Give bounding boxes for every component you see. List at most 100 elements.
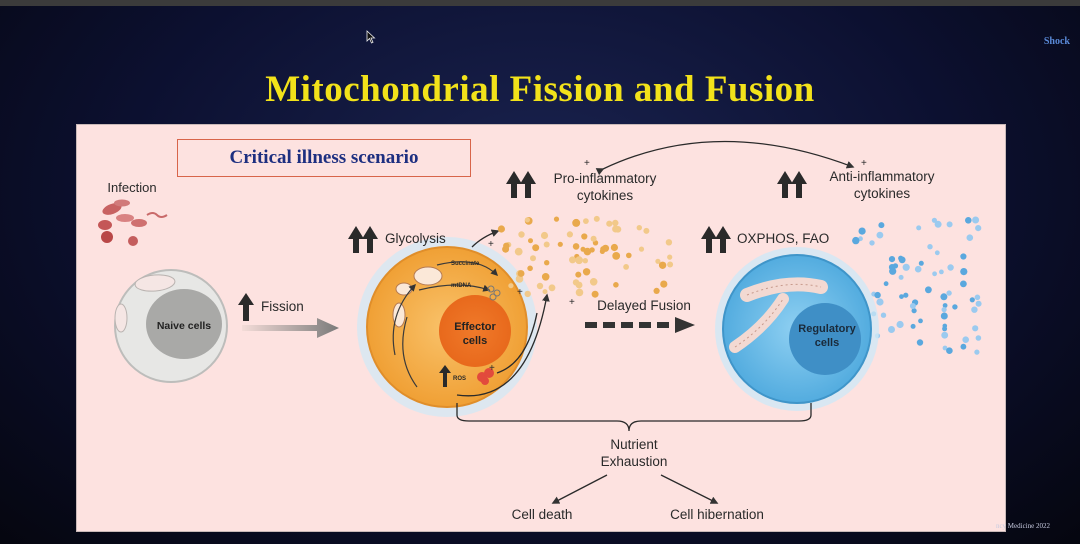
cytokine-dot [626,252,632,259]
cytokine-dot [612,219,619,227]
cytokine-dot [942,345,948,351]
cytokine-dot [517,270,525,277]
plus-sign: + [517,287,523,298]
cytokine-dot [655,258,661,264]
effector-cell [357,237,537,417]
cytokine-dot [606,220,613,227]
cytokine-dot [544,260,550,266]
cytokine-dot [667,254,673,260]
cytokine-dot [503,242,510,249]
cytokine-dot [528,238,533,244]
cytokine-dot [941,331,949,339]
label-regulatory-2: cells [815,337,839,349]
cytokine-dot [541,273,550,281]
cytokine-dot [524,290,531,298]
cytokine-dot [974,349,980,355]
cytokine-dot [508,283,514,289]
cytokine-dot [952,304,958,310]
cytokine-dot [940,293,948,301]
cytokine-dot [638,246,645,252]
window-top-bar [0,0,1080,6]
cytokine-dot [931,217,938,223]
label-oxphos-fao: OXPHOS, FAO [737,231,829,246]
cytokine-balance-arrow [595,140,855,176]
label-cell-hibernation: Cell hibernation [670,507,764,522]
cytokine-dot [582,268,591,276]
cytokine-dot [888,326,895,333]
cytokine-dot [572,218,581,227]
cytokine-dot [914,265,922,273]
cytokine-dot [883,281,889,287]
fission-up-arrow-icon [238,293,254,321]
scenario-box: Critical illness scenario [177,139,471,177]
glycolysis-up-arrows-icon [348,226,378,253]
cytokine-dot [542,289,548,295]
label-glycolysis: Glycolysis [385,231,446,246]
cytokine-dot [575,256,583,265]
cytokine-dot [969,297,975,303]
cytokine-dot [581,233,588,240]
cytokine-dot [899,294,904,299]
diagram-canvas: Succinate mtDNA ROS Effector cells + + +… [98,140,982,522]
cytokine-dot [575,271,582,278]
label-effector-2: cells [463,335,487,347]
cytokine-dot [497,225,505,233]
cytokine-dot [960,343,967,350]
cytokine-dot [569,256,576,264]
cytokine-dot [916,339,924,346]
cytokine-dot [599,248,606,254]
slide-title: Mitochondrial Fission and Fusion [265,69,815,110]
cytokine-dot [942,323,948,329]
cytokine-dot [960,280,967,288]
cytokine-dot [869,240,875,246]
cytokine-dot [665,239,673,246]
label-mtdna: mtDNA [451,283,472,289]
cytokine-dot [590,235,597,242]
cytokine-dot [942,303,948,308]
cytokine-dot [972,325,979,332]
anti-inflammatory-up-arrows-icon [777,171,807,198]
cytokine-dot [575,288,584,297]
cytokine-dot [946,290,952,296]
plus-sign: + [488,239,494,250]
cytokine-dot [518,231,525,238]
cytokine-dot [971,306,978,313]
cytokine-dot [934,220,942,228]
cytokine-dot [524,217,530,223]
pro-cytokine-arrow [471,229,500,248]
corner-label: Shock [1043,36,1070,47]
nutrient-brace [456,403,812,432]
cytokine-dot [566,231,573,238]
cytokine-dot [975,225,982,232]
label-pro-inflammatory-2: cytokines [577,188,634,203]
cytokine-dot [557,241,563,247]
cytokine-dot [927,244,933,250]
cytokine-dot [636,225,642,231]
cytokine-dot [902,263,910,271]
label-cell-death: Cell death [512,507,573,522]
cytokine-dot [960,253,967,260]
cytokine-dot [918,260,924,266]
cytokine-dot [898,255,904,261]
feedback-arrow [456,293,550,397]
cytokine-dot [610,243,619,252]
cytokine-dot [946,347,953,354]
cytokine-dot [940,312,948,320]
cytokine-dot [612,225,620,233]
cytokine-dot [962,336,969,343]
cytokine-dot [658,261,667,269]
ros-up-arrow-icon [439,365,451,387]
label-regulatory-1: Regulatory [798,323,856,335]
label-anti-inflammatory-2: cytokines [854,186,911,201]
cytokine-dot [623,264,629,270]
cytokine-dot [965,217,972,224]
regulatory-cell [715,247,879,411]
cytokine-dot [575,281,583,289]
cytokine-dot [974,294,981,301]
cytokine-dot [593,215,600,222]
cell-hibernation-arrow [660,474,719,504]
cytokine-dot [643,227,650,234]
cytokine-dot [878,222,885,229]
label-effector-1: Effector [454,321,496,333]
